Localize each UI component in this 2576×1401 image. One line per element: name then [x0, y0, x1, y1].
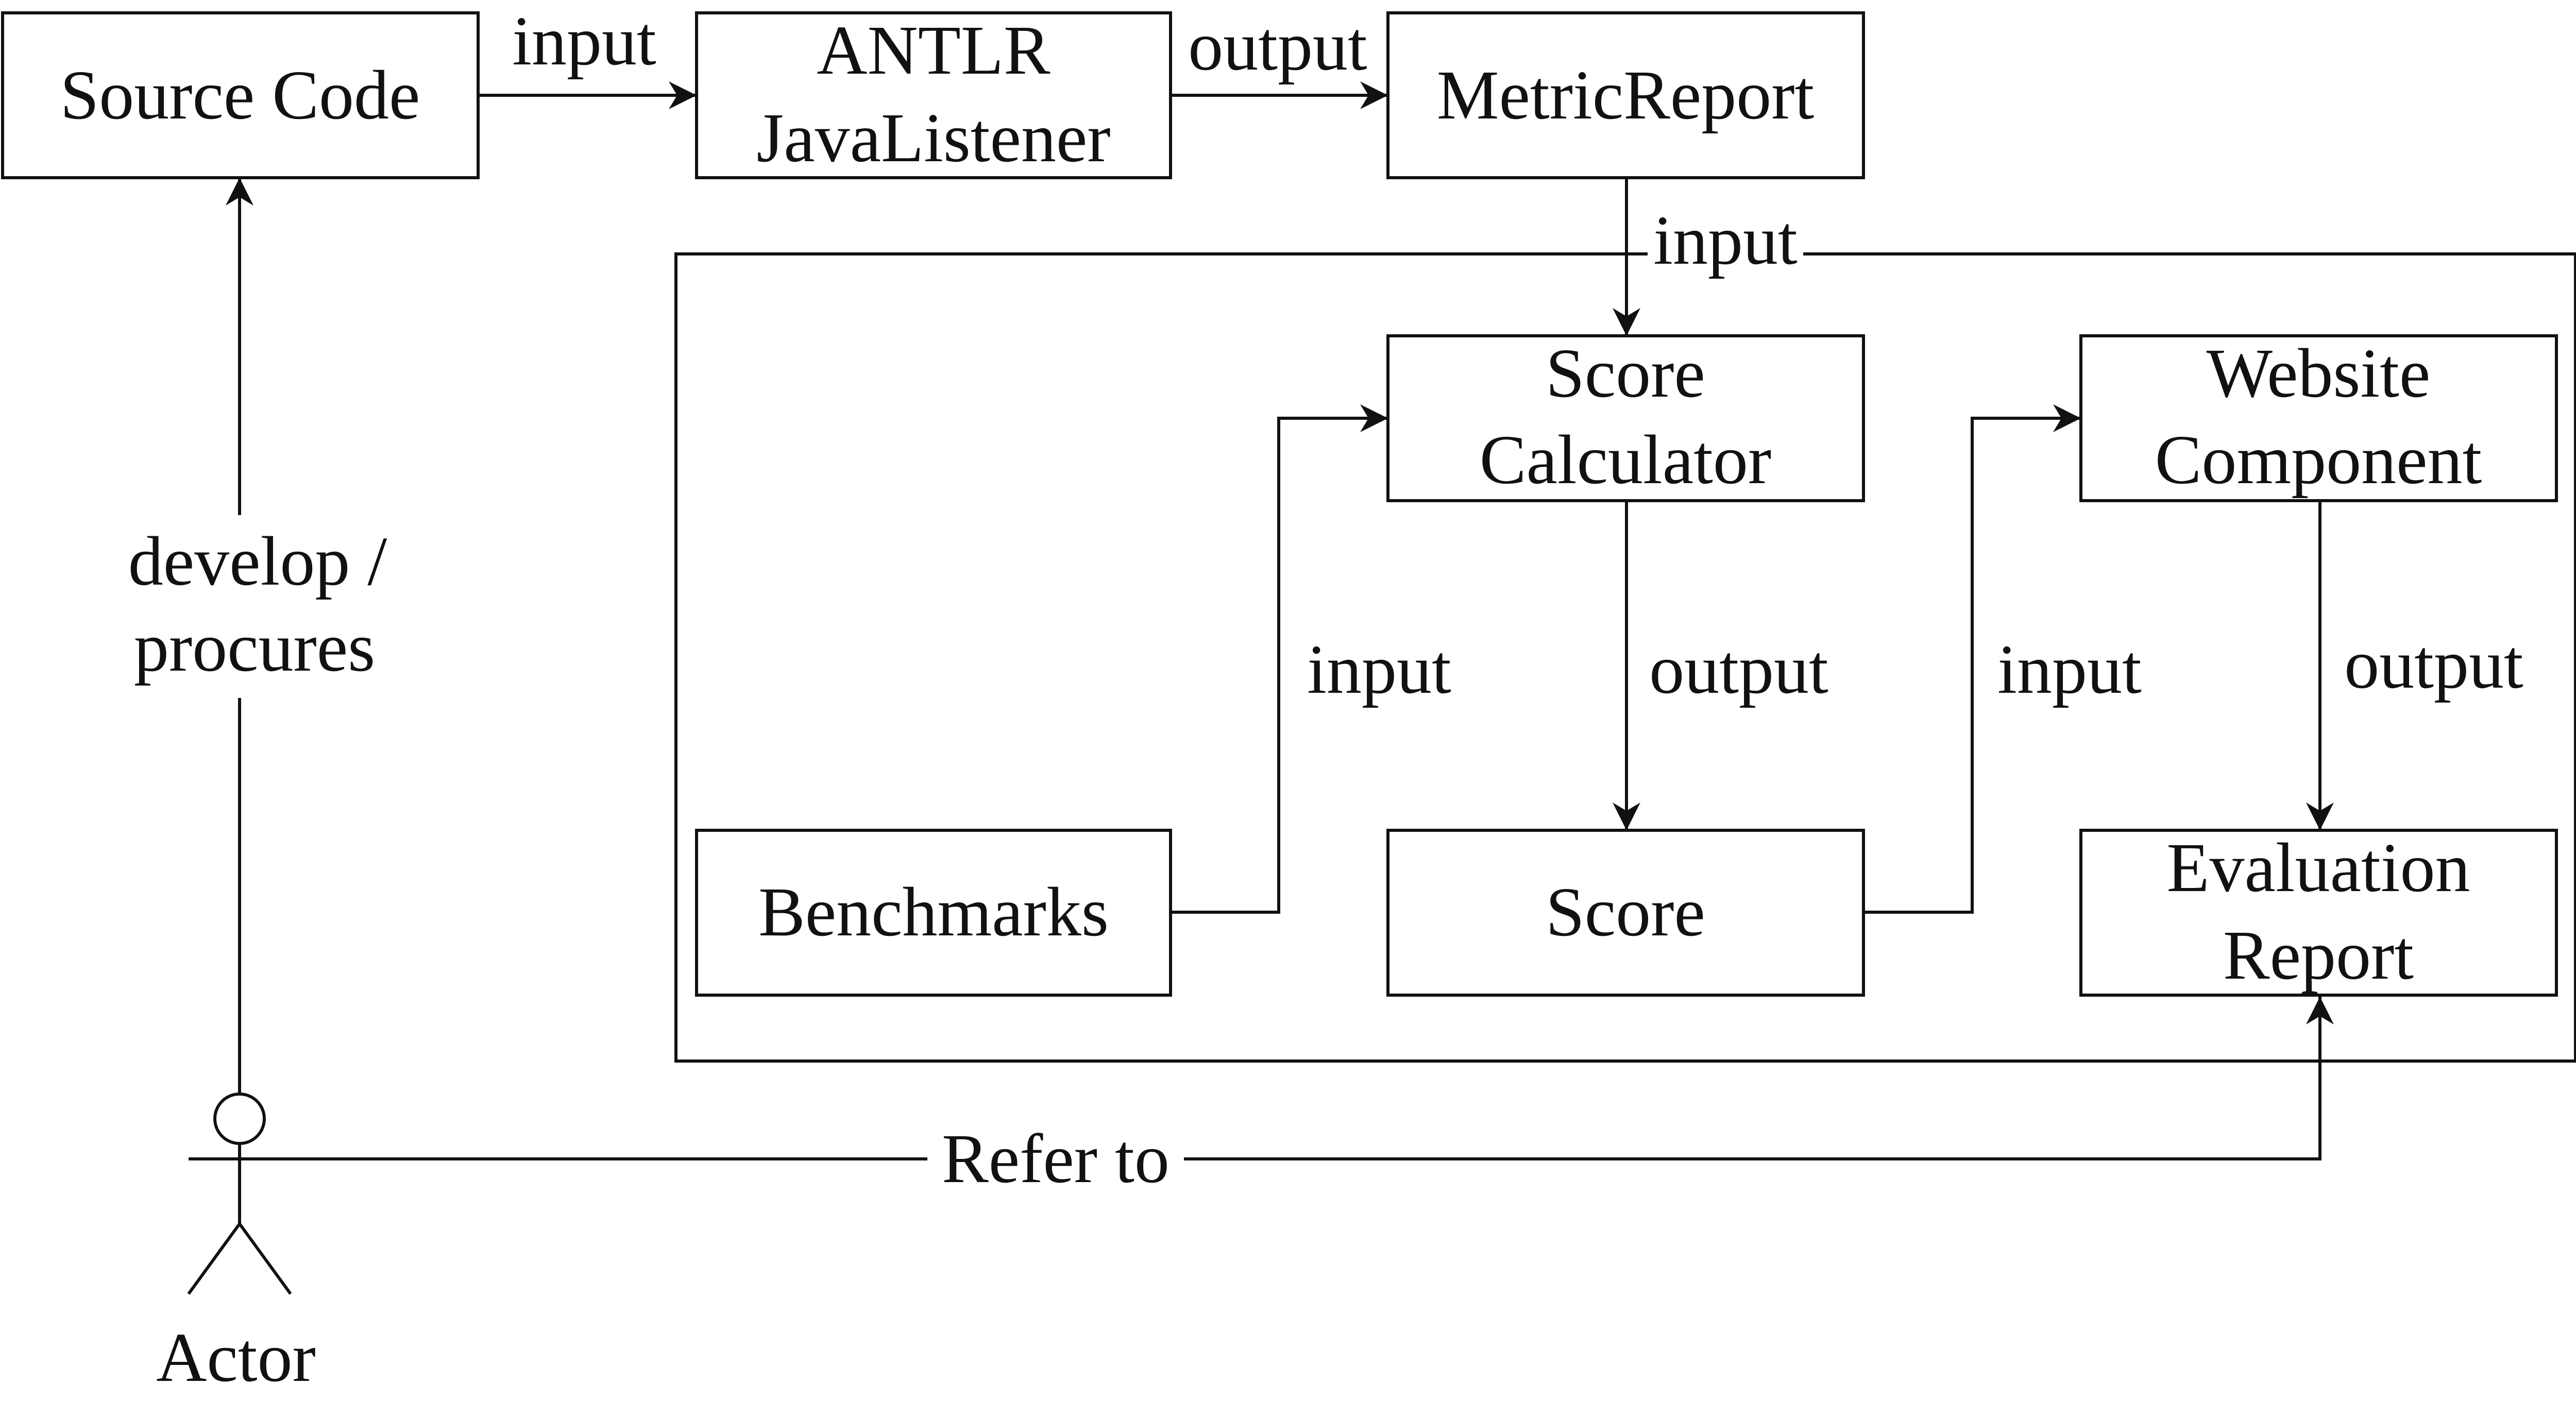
node-source-code-label: Source Code: [60, 57, 420, 134]
edge-label-website-to-evaluation: output: [2344, 626, 2523, 703]
edge-score-to-website: [1863, 404, 2081, 914]
node-score: Score: [1386, 829, 1865, 997]
edge-label-antlr-to-metric: output: [1188, 8, 1367, 85]
node-metric-report-label: MetricReport: [1437, 57, 1815, 134]
edge-label-benchmarks-to-calculator: input: [1307, 631, 1451, 708]
edge-label-metric-to-calculator-bg: [1648, 206, 1803, 273]
node-score-calculator: Score Calculator: [1386, 334, 1865, 502]
actor-head-icon: [213, 1092, 266, 1145]
edge-label-actor-to-evaluation: Refer to: [942, 1120, 1170, 1198]
node-antlr-label-line1: ANTLR: [817, 12, 1050, 89]
actor-label: Actor: [156, 1319, 316, 1396]
actor-figure: Actor: [156, 1092, 316, 1396]
edge-label-actor-to-evaluation-bg: [927, 1125, 1184, 1192]
edge-label-source-to-antlr: input: [512, 3, 656, 80]
edge-label-calculator-to-score: output: [1649, 631, 1828, 708]
actor-left-leg: [187, 1223, 241, 1295]
node-score-calculator-label-line1: Score: [1546, 335, 1705, 412]
edge-label-metric-to-calculator: input: [1653, 202, 1798, 279]
node-evaluation-report-label-line1: Evaluation: [2166, 829, 2470, 907]
node-score-label: Score: [1546, 874, 1705, 951]
node-source-code: Source Code: [1, 11, 480, 179]
node-benchmarks: Benchmarks: [695, 829, 1172, 997]
node-evaluation-report: Evaluation Report: [2079, 829, 2558, 997]
node-evaluation-report-label-line2: Report: [2223, 917, 2414, 994]
node-website-component: Website Component: [2079, 334, 2558, 502]
edge-label-actor-to-source-line1: develop /: [128, 523, 387, 600]
edge-benchmarks-to-calculator: [1171, 404, 1388, 914]
edge-label-score-to-website: input: [1997, 631, 2142, 708]
node-antlr-javalistener: ANTLR JavaListener: [695, 11, 1172, 179]
actor-right-leg: [238, 1223, 292, 1295]
node-benchmarks-label: Benchmarks: [758, 874, 1109, 951]
node-website-component-label-line1: Website: [2207, 335, 2431, 412]
node-metric-report: MetricReport: [1386, 11, 1865, 179]
node-score-calculator-label-line2: Calculator: [1480, 421, 1771, 499]
edge-actor-to-evaluation: [241, 997, 2334, 1160]
edge-label-actor-to-source-bg: [98, 515, 381, 698]
edge-label-actor-to-source-line2: procures: [134, 609, 375, 686]
node-antlr-label-line2: JavaListener: [756, 99, 1110, 177]
node-website-component-label-line2: Component: [2155, 421, 2482, 499]
